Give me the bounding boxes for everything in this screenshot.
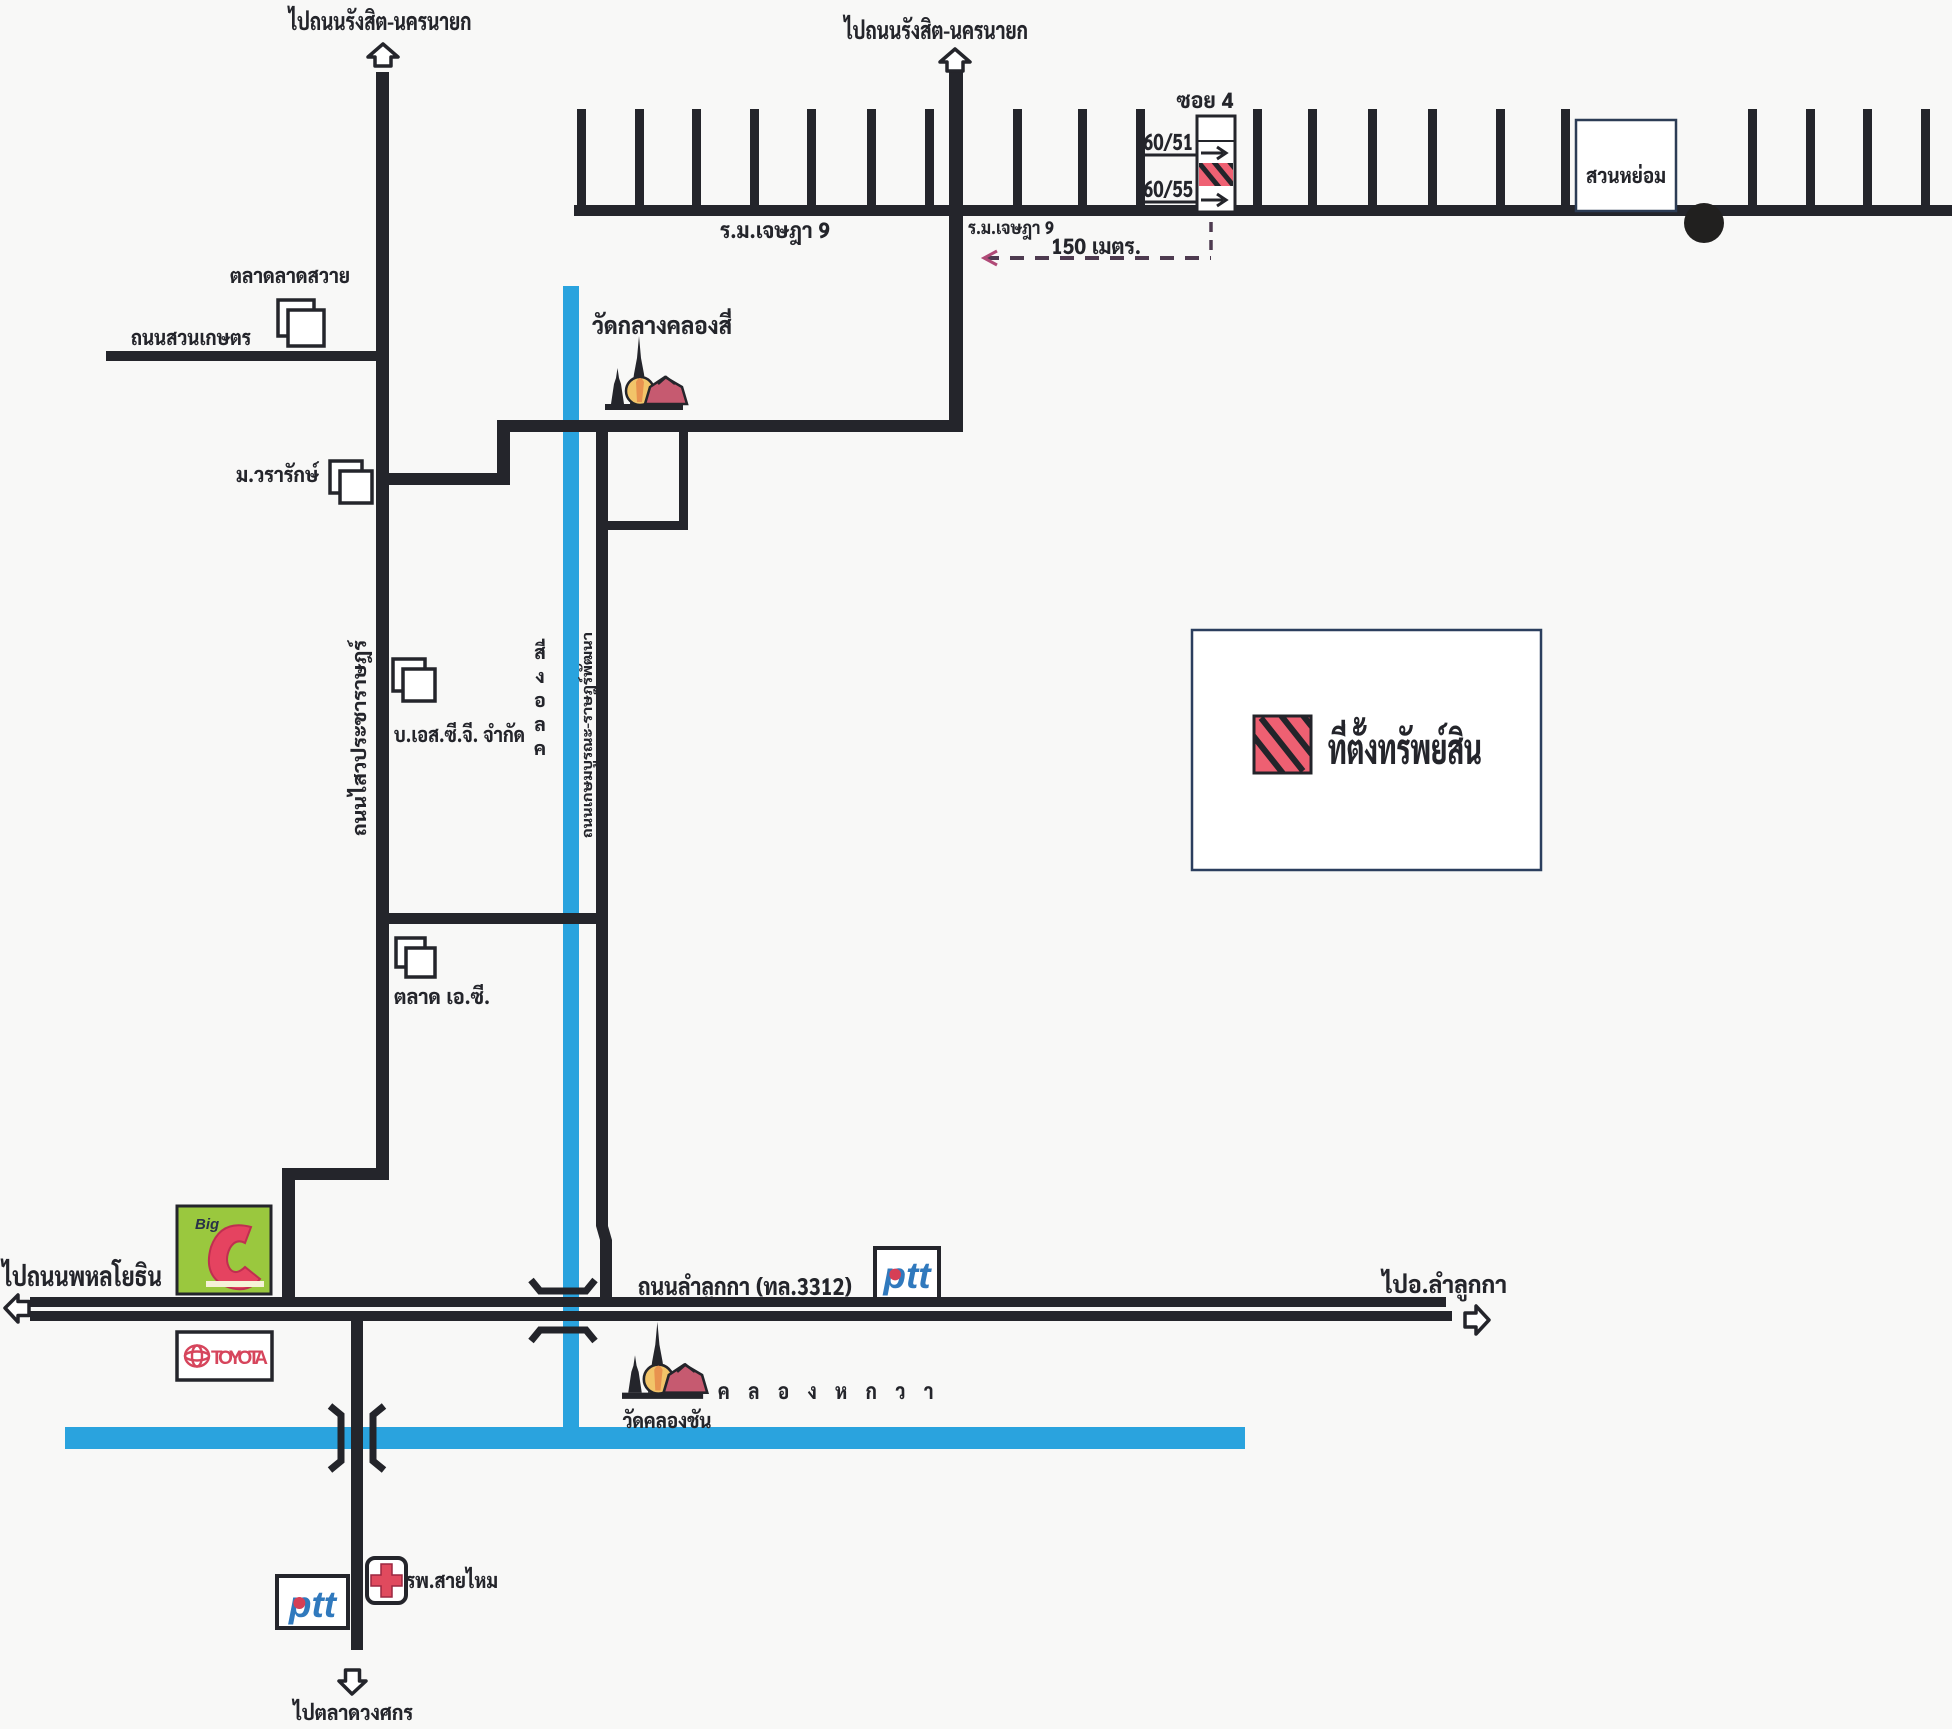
svg-text:TOYOTA: TOYOTA [211, 1348, 268, 1369]
svg-text:Big: Big [195, 1216, 219, 1233]
